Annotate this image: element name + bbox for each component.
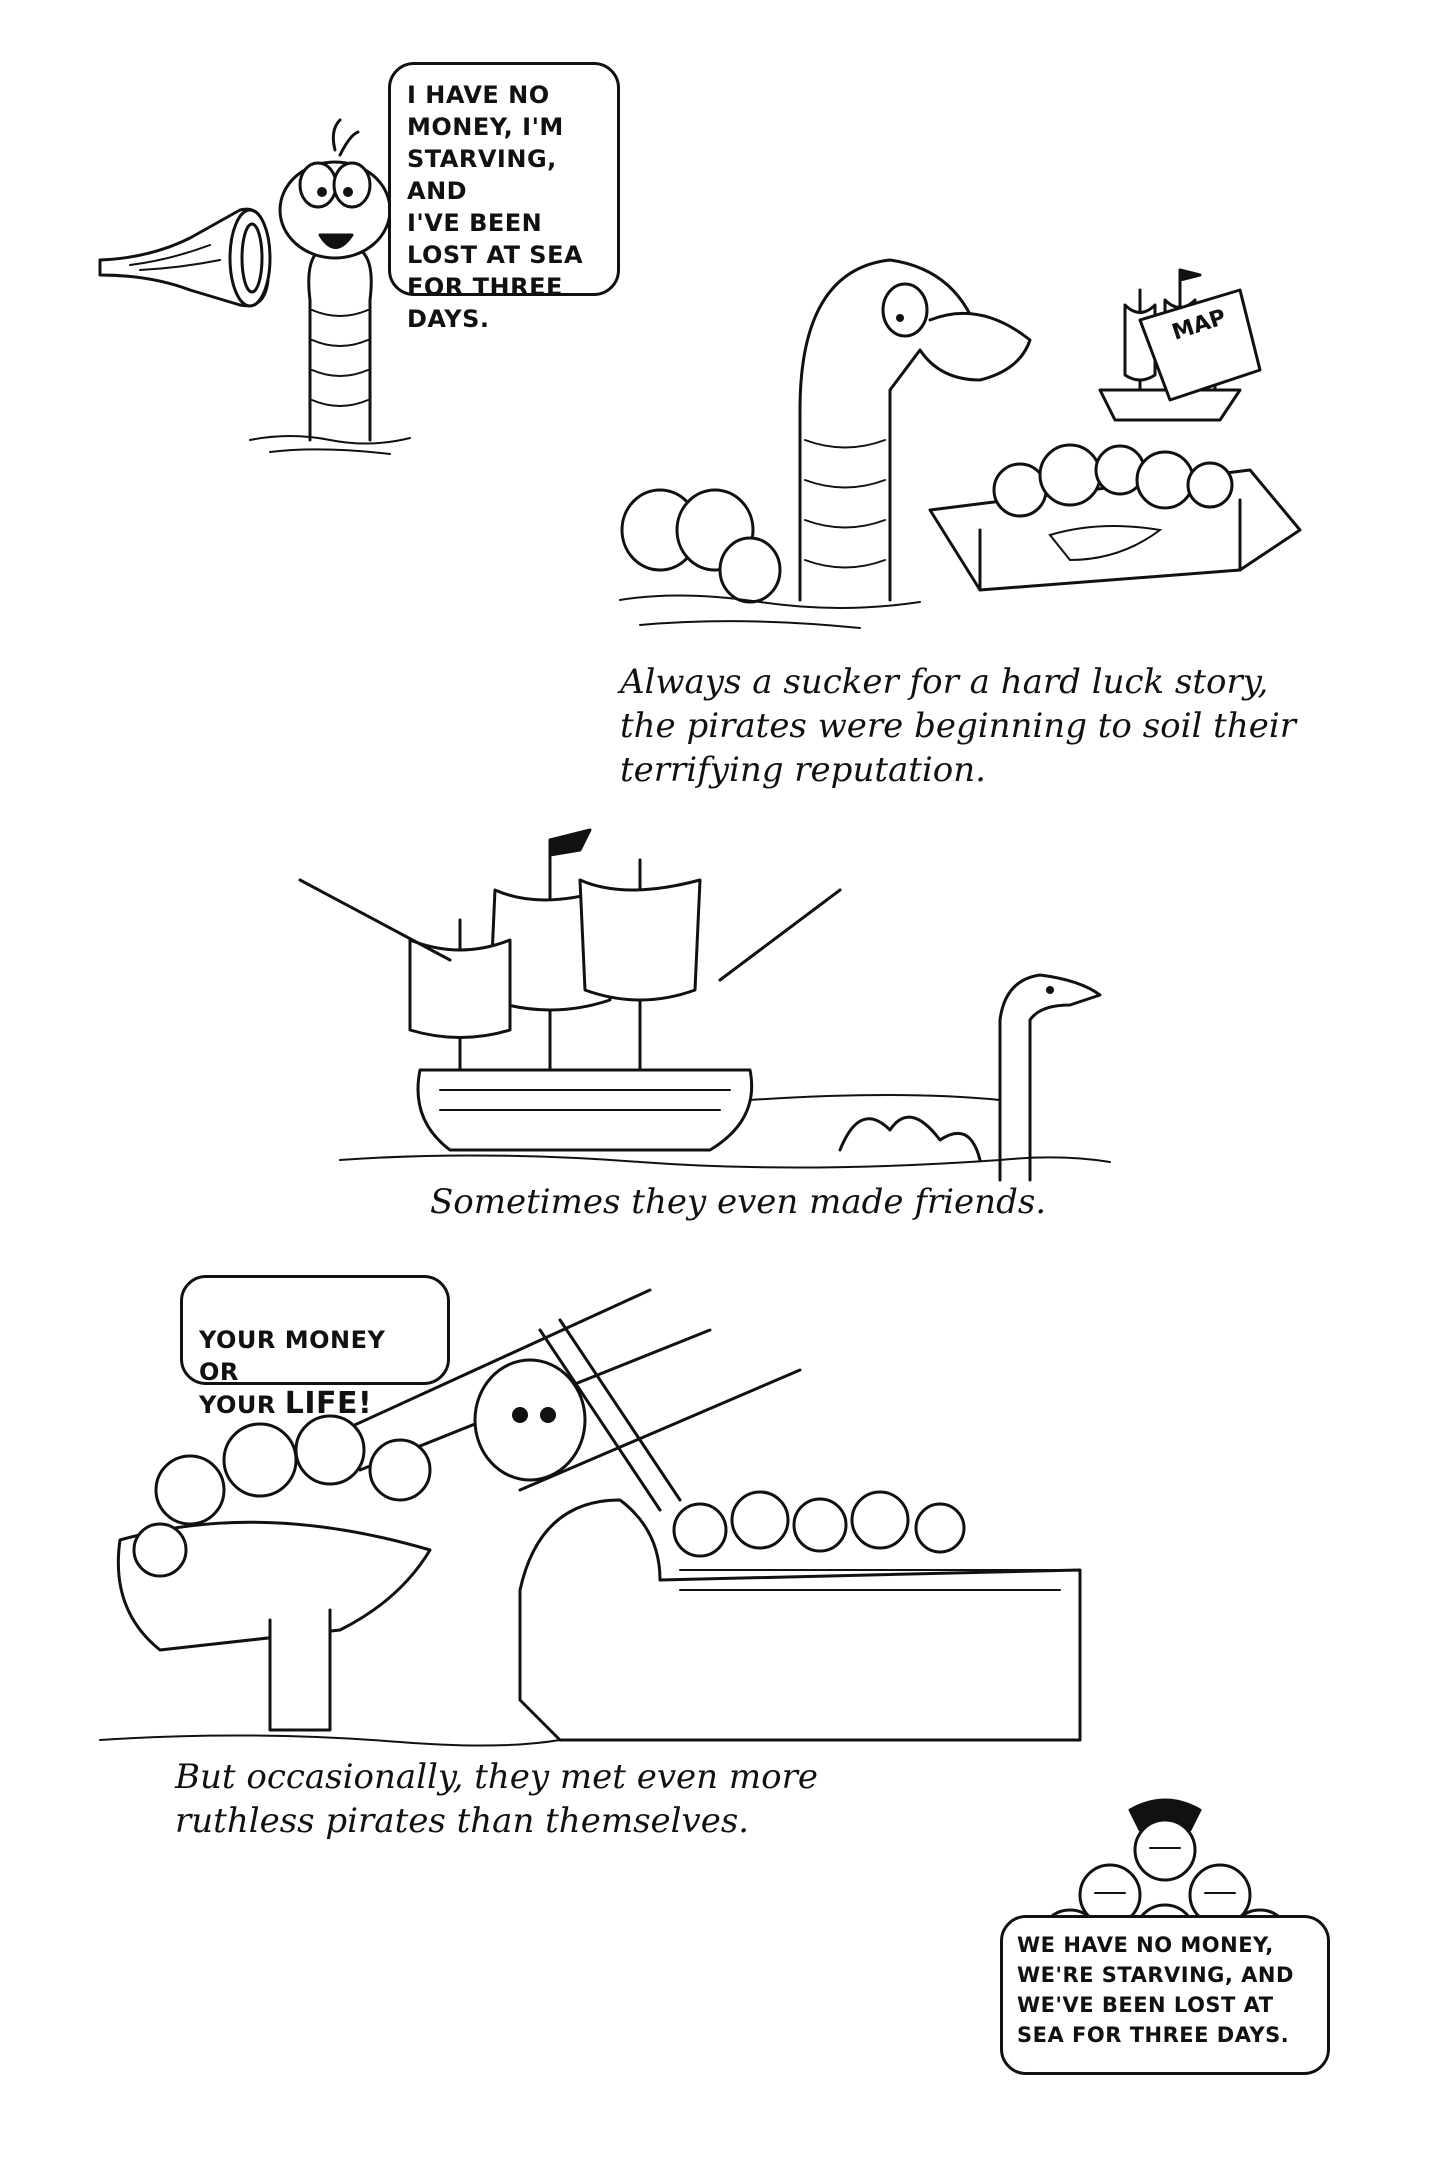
pirate-ship-icon — [298, 828, 842, 1152]
raccoons-speech-bubble: WE HAVE NO MONEY, WE'RE STARVING, AND WE… — [1000, 1915, 1330, 2075]
pirates-bubble-emphasis: LIFE! — [284, 1386, 373, 1421]
pirates-speech-bubble: YOUR MONEY OR YOUR LIFE! — [180, 1275, 450, 1420]
sea-serpent-icon — [620, 258, 1032, 604]
treasure-chest-icon — [928, 443, 1302, 592]
caption-made-friends: Sometimes they even made friends. — [430, 1182, 1047, 1222]
serpent-treasure-illustration: MAP — [619, 258, 1302, 629]
left-ship-icon — [116, 1414, 432, 1732]
serpent-speech-bubble: I HAVE NO MONEY, I'M STARVING, AND I'VE … — [388, 62, 620, 333]
panel-3 — [280, 800, 1130, 1200]
sea-serpent-icon — [838, 973, 1102, 1182]
pirates-bubble-text: YOUR MONEY OR YOUR — [199, 1326, 386, 1419]
telescope-icon — [98, 207, 272, 308]
caption-ruthless-pirates: But occasionally, they met even more rut… — [175, 1757, 818, 1841]
ship-tow-illustration — [298, 828, 1111, 1182]
sea-serpent-icon — [249, 118, 411, 455]
panel-2: MAP — [600, 230, 1320, 650]
right-ship-icon — [473, 1358, 1082, 1742]
ships-clash-illustration — [99, 1288, 1082, 1747]
map-icon: MAP — [1138, 288, 1262, 402]
panel-4 — [99, 1270, 1100, 1750]
caption-hard-luck: Always a sucker for a hard luck story, t… — [620, 662, 1296, 790]
